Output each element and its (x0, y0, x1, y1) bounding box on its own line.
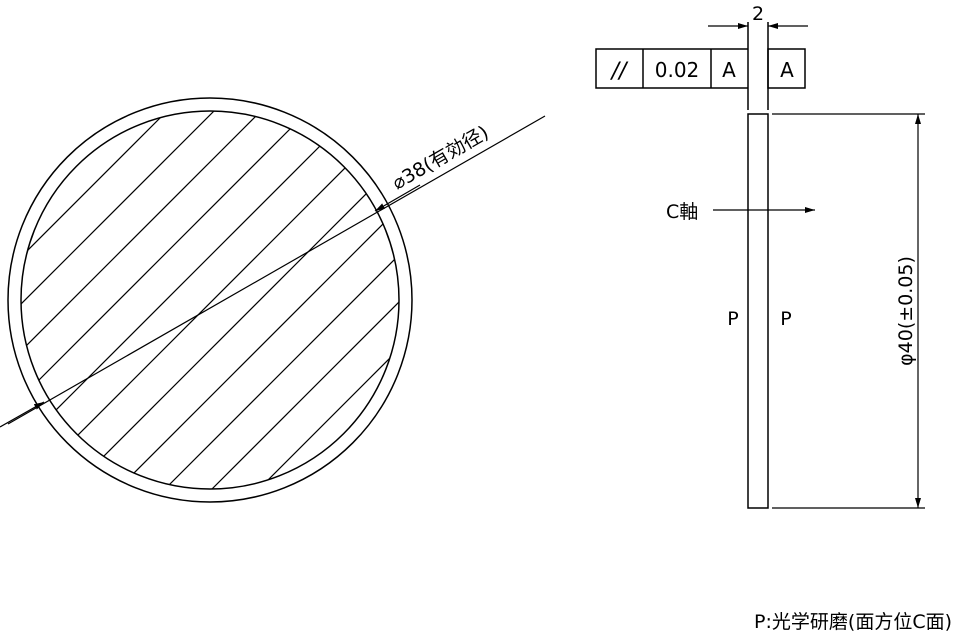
effective-diameter-label: ⌀38(有効径) (389, 122, 493, 195)
datum-reference: A (722, 58, 736, 82)
side-view (595, 22, 925, 509)
hatch-line (21, 111, 369, 489)
diameter-arrow-upper (374, 184, 421, 212)
diameter-arrow-lower (0, 401, 45, 428)
surface-label-right: P (780, 308, 791, 330)
diameter-leader-line (7, 115, 546, 425)
hatch-line (143, 111, 399, 489)
hatch-line (237, 111, 399, 489)
tolerance-value: 0.02 (655, 58, 700, 82)
inner-circle (20, 110, 400, 490)
hatch-line (21, 111, 399, 489)
hatch-line (21, 111, 275, 489)
hatch-line (96, 111, 399, 489)
hatch-line (21, 111, 399, 489)
hatch-line (49, 111, 399, 489)
hatch-line (21, 111, 399, 489)
hatch-line (21, 111, 399, 489)
parallelism-symbol: // (610, 59, 629, 84)
thickness-label: 2 (752, 3, 764, 25)
hatch-line (21, 111, 322, 489)
hatching (21, 111, 399, 489)
polishing-note: P:光学研磨(面方位C面) (754, 611, 952, 633)
datum-label: A (780, 58, 794, 82)
hatch-line (21, 111, 228, 489)
plate-section (747, 113, 769, 509)
tolerance-frame (595, 48, 806, 89)
front-view (0, 97, 546, 503)
hatch-line (190, 111, 399, 489)
outer-circle (7, 97, 413, 503)
surface-label-left: P (727, 308, 738, 330)
outer-diameter-label: φ40(±0.05) (895, 256, 917, 366)
c-axis-label: C軸 (666, 201, 698, 223)
hatch-line (21, 111, 399, 489)
